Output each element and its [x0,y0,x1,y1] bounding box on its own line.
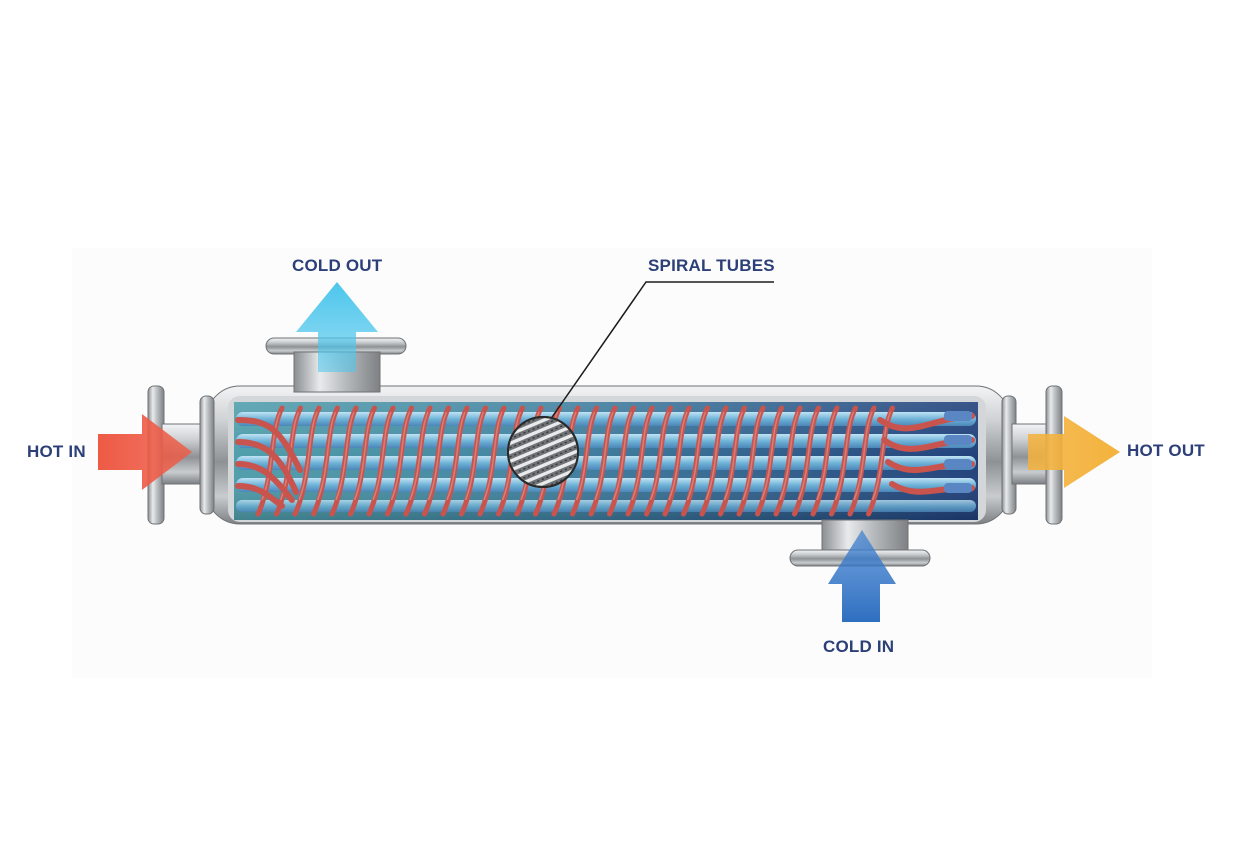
spiral-coil-highlight [853,411,873,501]
magnifier-circle-icon [507,416,579,488]
spiral-coil-highlight [797,411,818,501]
spiral-coil-turn [810,405,840,517]
spiral-coil-turn [607,405,636,517]
spiral-coil-turn [829,405,858,517]
hot-in-label: HOT IN [27,442,86,461]
spiral-coil-turn [477,405,507,517]
spiral-coil-turn [847,405,877,517]
spiral-coil-turn [385,405,414,517]
spiral-coil-highlight [871,411,892,501]
spiral-coil-highlight [372,411,392,501]
magnified-coil-texture [509,453,577,486]
spiral-coil-turn [570,405,599,517]
spiral-coil-turn [440,405,470,517]
spiral-coil-highlight [427,411,448,501]
spiral-coil-turn [699,405,729,517]
cold-in-label: COLD IN [823,637,895,656]
hot-out-label: HOT OUT [1127,441,1205,460]
spiral-coil-highlight [612,411,633,501]
hot-out-arrow-icon [1028,416,1120,488]
spiral-coil-highlight [575,411,596,501]
spiral-coil-highlight [834,411,855,501]
cold-out-label: COLD OUT [292,256,383,275]
spiral-coil-highlight [649,411,670,501]
magnified-coil-texture [509,435,577,469]
spiral-coil-turn [403,405,433,517]
spiral-coil-highlight [298,411,318,501]
spiral-coil-turn [644,405,673,517]
spiral-tubes-leader-line [549,281,774,421]
spiral-coil-highlight [686,411,707,501]
spiral-coil-highlight [760,411,781,501]
spiral-coil-turn [366,405,396,517]
tube-ends-right [944,411,972,493]
tube-manifold-left [235,417,303,509]
spiral-coil-turn [588,405,618,517]
cold-out-arrow-icon [296,282,378,372]
spiral-coil-turn [736,405,766,517]
spiral-coil-turn [755,405,784,517]
spiral-coil-highlight [464,411,485,501]
spiral-coil-turn [329,405,359,517]
spiral-coil-turn [625,405,655,517]
magnified-coil-texture [509,462,577,486]
spiral-coil-highlight [594,411,614,501]
magnified-coil-texture [509,426,577,460]
hot-in-arrow-icon [98,414,192,490]
spiral-coil-highlight [742,411,762,501]
spiral-coil-highlight [483,411,503,501]
spiral-coil-highlight [390,411,411,501]
spiral-coil-highlight [446,411,466,501]
spiral-coil-highlight [316,411,337,501]
cold-in-arrow-icon [828,530,896,622]
spiral-coil-highlight [668,411,688,501]
spiral-tubes-label: SPIRAL TUBES [648,256,775,275]
spiral-coil-turn [718,405,747,517]
spiral-coil-highlight [705,411,725,501]
magnified-coil-texture [509,418,577,442]
spiral-coil-highlight [816,411,836,501]
spiral-coil-turn [866,405,895,517]
spiral-coil-turn [662,405,692,517]
spiral-coil-highlight [779,411,799,501]
spiral-coil-turn [773,405,803,517]
spiral-coil-highlight [353,411,374,501]
spiral-coil-highlight [409,411,429,501]
spiral-coil-highlight [335,411,355,501]
spiral-coil-highlight [631,411,651,501]
spiral-coil-turn [292,405,322,517]
spiral-coil-highlight [723,411,744,501]
magnified-coil-texture [509,418,577,451]
magnified-coil-texture [509,444,577,478]
spiral-coil-turn [681,405,710,517]
spiral-coil-turn [792,405,821,517]
spiral-coil-turn [311,405,340,517]
spiral-coil-turn [348,405,377,517]
spiral-coil-turn [422,405,451,517]
spiral-coil-turn [459,405,488,517]
